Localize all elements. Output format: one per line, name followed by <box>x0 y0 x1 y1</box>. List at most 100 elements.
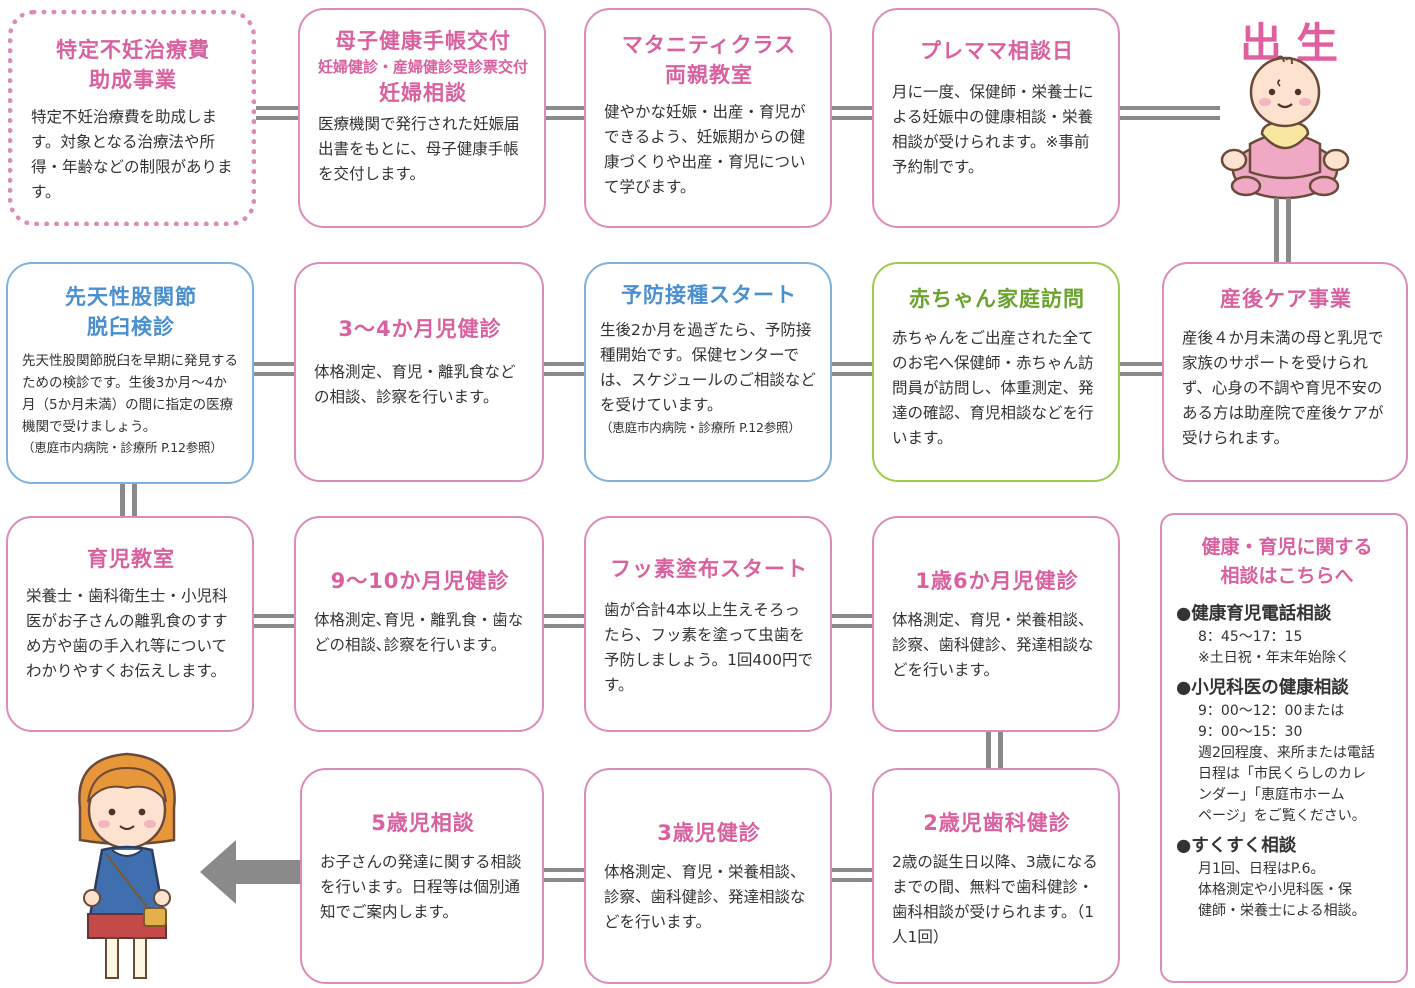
card-note: （恵庭市内病院・診療所 P.12参照） <box>600 420 801 435</box>
card-body: お子さんの発達に関する相談を行います。日程等は個別通知でご案内します。 <box>320 853 522 921</box>
connector <box>998 730 1003 768</box>
card-title: 先天性股関節 脱臼検診 <box>65 285 197 339</box>
info-line: 月1回、日程はP.6。 <box>1198 861 1325 877</box>
child-illustration <box>78 752 176 979</box>
card-body: 栄養士・歯科衛生士・小児科医がお子さんの離乳食のすすめ方や歯の手入れ等についてわ… <box>26 587 228 680</box>
connector <box>546 116 586 120</box>
info-line: 9：00〜15：30 <box>1198 724 1303 740</box>
info-line: 体格測定や小児科医・保 <box>1198 882 1352 898</box>
card-body: 2歳の誕生日以降、3歳になるまでの間、無料で歯科健診・歯科相談が受けられます。（… <box>892 853 1098 946</box>
card-title: 産後ケア事業 <box>1220 287 1352 311</box>
connector <box>132 484 137 516</box>
info-line: 健師・栄養士による相談。 <box>1198 903 1366 919</box>
left-arrow-icon <box>200 840 300 904</box>
card-checkup-1y6m: 1歳6か月児健診 体格測定、育児・栄養相談、診察、歯科健診、発達相談などを行いま… <box>872 516 1120 732</box>
connector <box>254 372 294 376</box>
connector <box>120 484 125 516</box>
card-checkup-3-4-months: 3〜4か月児健診 体格測定、育児・離乳食などの相談、診察を行います。 <box>294 262 544 482</box>
connector <box>256 106 298 110</box>
card-body: 健やかな妊娠・出産・育児ができるよう、妊娠期からの健康づくりや出産・育児について… <box>604 103 806 196</box>
card-title: 1歳6か月児健診 <box>915 569 1079 593</box>
info-section-head: ●すくすく相談 <box>1176 836 1297 856</box>
card-body: 体格測定、育児・栄養相談、診察、歯科健診、発達相談などを行います。 <box>604 863 806 931</box>
card-body: 産後４か月未満の母と乳児で家族のサポートを受けられず、心身の不調や育児不安のある… <box>1182 329 1384 447</box>
baby-illustration <box>1220 55 1350 200</box>
connector <box>1120 106 1220 110</box>
card-hip-exam: 先天性股関節 脱臼検診 先天性股関節脱臼を早期に発見するための検診です。生後3か… <box>6 262 254 484</box>
card-title: 赤ちゃん家庭訪問 <box>909 287 1085 311</box>
card-title: マタニティクラス 両親教室 <box>621 33 797 87</box>
connector <box>1120 362 1162 366</box>
connector <box>254 878 300 882</box>
connector <box>832 362 872 366</box>
card-title: 3〜4か月児健診 <box>338 317 502 341</box>
connector <box>832 372 872 376</box>
info-line: 8：45〜17：15 <box>1198 629 1303 645</box>
connector <box>832 106 874 110</box>
card-fluoride: フッ素塗布スタート 歯が合計4本以上生えそろったら、フッ素を塗って虫歯を予防しま… <box>584 516 832 732</box>
connector <box>544 614 584 618</box>
card-title: 3歳児健診 <box>657 821 761 845</box>
connector <box>254 614 294 618</box>
card-body: 特定不妊治療費を助成します。対象となる治療法や所得・年齢などの制限があります。 <box>31 108 233 201</box>
connector <box>1120 116 1220 120</box>
card-maternity-handbook: 母子健康手帳交付 妊婦健診・産婦健診受診票交付 妊婦相談 医療機関で発行された妊… <box>298 8 546 228</box>
card-infertility-subsidy: 特定不妊治療費 助成事業 特定不妊治療費を助成します。対象となる治療法や所得・年… <box>8 10 256 226</box>
connector <box>832 868 872 872</box>
connector <box>544 372 584 376</box>
card-title: 5歳児相談 <box>371 811 475 835</box>
card-title: 予防接種スタート <box>621 283 797 307</box>
card-title: 育児教室 <box>87 547 175 571</box>
info-line: ンダー」「恵庭市ホーム <box>1198 787 1345 803</box>
connector <box>1120 372 1162 376</box>
consultation-info-card: 健康・育児に関する 相談はこちらへ ●健康育児電話相談 8：45〜17：15 ※… <box>1160 513 1408 983</box>
card-home-visit: 赤ちゃん家庭訪問 赤ちゃんをご出産された全てのお宅へ保健師・赤ちゃん訪問員が訪問… <box>872 262 1120 482</box>
card-body: 体格測定、育児・離乳食などの相談、診察を行います。 <box>314 363 516 406</box>
connector <box>1286 198 1291 262</box>
connector <box>832 878 872 882</box>
connector <box>254 868 300 872</box>
card-vaccination: 予防接種スタート 生後2か月を過ぎたら、予防接種開始です。保健センターでは、スケ… <box>584 262 832 482</box>
card-body: 医療機関で発行された妊娠届出書をもとに、母子健康手帳を交付します。 <box>318 115 520 183</box>
connector <box>544 868 584 872</box>
card-body: 体格測定､育児・離乳食・歯などの相談､診察を行います。 <box>314 611 524 654</box>
card-premama-consultation: プレママ相談日 月に一度、保健師・栄養士による妊娠中の健康相談・栄養相談が受けら… <box>872 8 1120 228</box>
connector <box>544 624 584 628</box>
card-checkup-3y: 3歳児健診 体格測定、育児・栄養相談、診察、歯科健診、発達相談などを行います。 <box>584 768 832 984</box>
card-body: 赤ちゃんをご出産された全てのお宅へ保健師・赤ちゃん訪問員が訪問し、体重測定、発達… <box>892 329 1094 447</box>
card-dental-2y: 2歳児歯科健診 2歳の誕生日以降、3歳になるまでの間、無料で歯科健診・歯科相談が… <box>872 768 1120 984</box>
connector <box>986 730 991 768</box>
connector <box>1274 198 1279 262</box>
card-note: （恵庭市内病院・診療所 P.12参照） <box>22 440 223 455</box>
card-title: 特定不妊治療費 助成事業 <box>56 38 210 92</box>
card-title: フッ素塗布スタート <box>610 557 808 581</box>
info-line: ※土日祝・年末年始除く <box>1198 650 1350 666</box>
card-body: 先天性股関節脱臼を早期に発見するための検診です。生後3か月〜4か月（5か月未満）… <box>22 353 238 435</box>
card-body: 歯が合計4本以上生えそろったら、フッ素を塗って虫歯を予防しましょう。1回400円… <box>604 601 814 694</box>
card-checkup-9-10-months: 9〜10か月児健診 体格測定､育児・離乳食・歯などの相談､診察を行います。 <box>294 516 544 732</box>
card-title: 2歳児歯科健診 <box>923 811 1071 835</box>
card-maternity-class: マタニティクラス 両親教室 健やかな妊娠・出産・育児ができるよう、妊娠期からの健… <box>584 8 832 228</box>
info-section-head: ●健康育児電話相談 <box>1176 604 1332 624</box>
connector <box>256 116 298 120</box>
card-title: プレママ相談日 <box>920 39 1074 63</box>
connector <box>544 362 584 366</box>
connector <box>254 624 294 628</box>
card-postpartum-care: 産後ケア事業 産後４か月未満の母と乳児で家族のサポートを受けられず、心身の不調や… <box>1162 262 1408 482</box>
connector <box>832 116 874 120</box>
card-childcare-class: 育児教室 栄養士・歯科衛生士・小児科医がお子さんの離乳食のすすめ方や歯の手入れ等… <box>6 516 254 732</box>
card-consultation-5y: 5歳児相談 お子さんの発達に関する相談を行います。日程等は個別通知でご案内します… <box>300 768 544 984</box>
info-line: 日程は「市民くらしのカレ <box>1198 766 1366 782</box>
connector <box>832 614 872 618</box>
connector <box>254 362 294 366</box>
connector <box>544 878 584 882</box>
info-line: ページ」をご覧ください。 <box>1198 808 1366 824</box>
connector <box>546 106 586 110</box>
card-body: 月に一度、保健師・栄養士による妊娠中の健康相談・栄養相談が受けられます。※事前予… <box>892 83 1094 176</box>
connector <box>832 624 872 628</box>
info-section-head: ●小児科医の健康相談 <box>1176 678 1349 698</box>
info-line: 9：00〜12：00または <box>1198 703 1345 719</box>
card-title-2: 妊婦相談 <box>379 81 467 105</box>
info-line: 週2回程度、来所または電話 <box>1198 745 1375 761</box>
info-title: 健康・育児に関する 相談はこちらへ <box>1201 536 1373 587</box>
